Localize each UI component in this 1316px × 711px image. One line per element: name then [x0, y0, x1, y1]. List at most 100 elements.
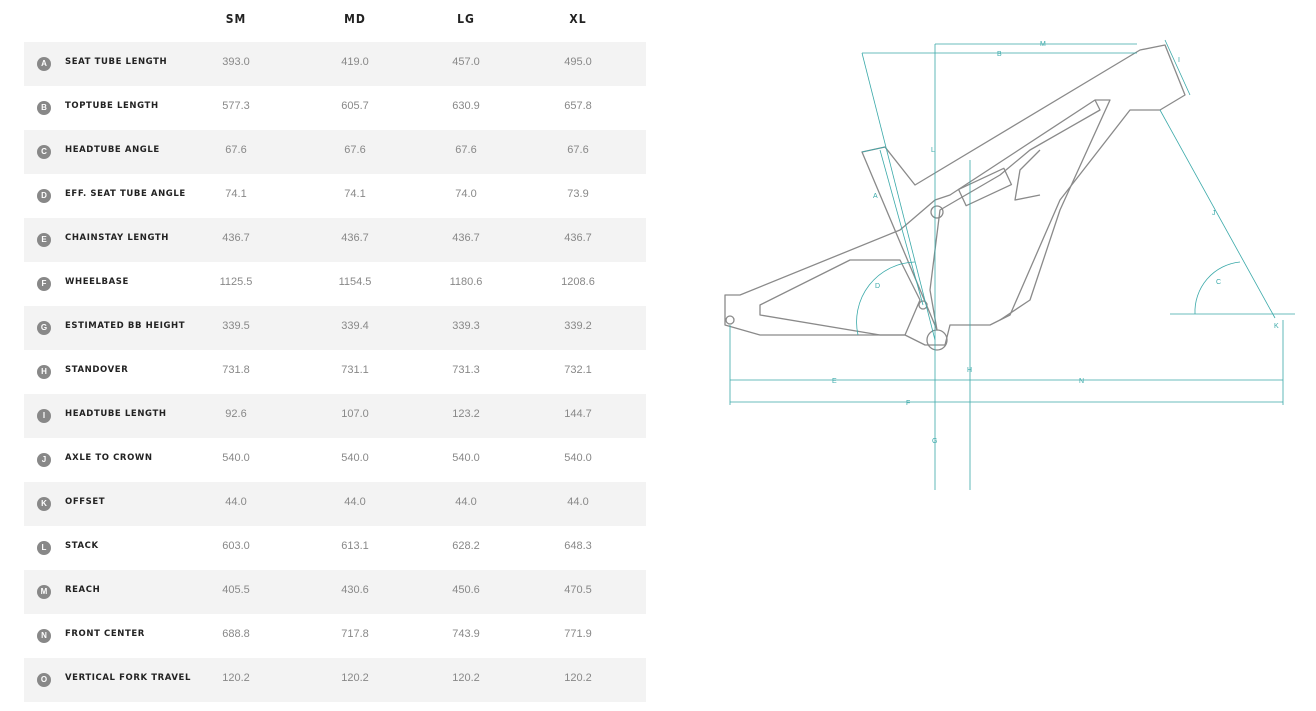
row-value-xl: 470.5	[564, 584, 592, 596]
row-letter-badge: I	[37, 409, 51, 423]
row-value-lg: 457.0	[452, 56, 480, 68]
row-value-sm: 436.7	[222, 232, 250, 244]
dimension-label: M	[1040, 41, 1046, 48]
row-label: CHAINSTAY LENGTH	[65, 233, 170, 243]
table-row: N FRONT CENTER 688.8 717.8 743.9 771.9	[24, 614, 646, 658]
row-value-lg: 339.3	[452, 320, 480, 332]
dimension-label: I	[1178, 57, 1180, 64]
row-value-xl: 120.2	[564, 672, 592, 684]
row-value-lg: 540.0	[452, 452, 480, 464]
row-value-sm: 339.5	[222, 320, 250, 332]
row-value-lg: 120.2	[452, 672, 480, 684]
row-letter-badge: D	[37, 189, 51, 203]
row-value-md: 107.0	[341, 408, 369, 420]
row-value-md: 731.1	[341, 364, 369, 376]
row-label: SEAT TUBE LENGTH	[65, 57, 168, 67]
row-value-md: 67.6	[344, 144, 366, 156]
bike-frame	[724, 44, 1186, 351]
dimension-label: D	[875, 283, 880, 290]
row-letter-badge: M	[37, 585, 51, 599]
row-value-md: 44.0	[344, 496, 366, 508]
row-value-lg: 450.6	[452, 584, 480, 596]
size-header-xl: XL	[569, 12, 587, 26]
size-header-lg: LG	[457, 12, 475, 26]
dimension-label: F	[906, 400, 910, 407]
row-letter-badge: O	[37, 673, 51, 687]
row-value-lg: 743.9	[452, 628, 480, 640]
row-value-lg: 74.0	[455, 188, 477, 200]
row-value-md: 339.4	[341, 320, 369, 332]
row-value-lg: 731.3	[452, 364, 480, 376]
row-label: REACH	[65, 585, 101, 595]
row-letter-badge: G	[37, 321, 51, 335]
row-value-md: 120.2	[341, 672, 369, 684]
row-value-xl: 44.0	[567, 496, 589, 508]
dimension-label: A	[873, 193, 878, 200]
row-value-xl: 771.9	[564, 628, 592, 640]
row-value-xl: 495.0	[564, 56, 592, 68]
row-value-sm: 688.8	[222, 628, 250, 640]
dimension-label: J	[1212, 210, 1216, 217]
row-letter-badge: A	[37, 57, 51, 71]
row-letter-badge: B	[37, 101, 51, 115]
size-header-md: MD	[344, 12, 366, 26]
row-value-xl: 540.0	[564, 452, 592, 464]
table-row: K OFFSET 44.0 44.0 44.0 44.0	[24, 482, 646, 526]
row-value-md: 419.0	[341, 56, 369, 68]
dimension-label: K	[1274, 323, 1279, 330]
row-value-md: 1154.5	[338, 276, 372, 288]
row-value-sm: 44.0	[225, 496, 247, 508]
row-value-xl: 67.6	[567, 144, 589, 156]
row-label: STACK	[65, 541, 99, 551]
row-letter-badge: K	[37, 497, 51, 511]
row-letter-badge: N	[37, 629, 51, 643]
row-value-sm: 603.0	[222, 540, 250, 552]
row-value-xl: 436.7	[564, 232, 592, 244]
row-value-sm: 405.5	[222, 584, 250, 596]
row-letter-badge: J	[37, 453, 51, 467]
row-label: HEADTUBE LENGTH	[65, 409, 167, 419]
row-label: EFF. SEAT TUBE ANGLE	[65, 189, 186, 199]
row-value-xl: 648.3	[564, 540, 592, 552]
row-value-lg: 630.9	[452, 100, 480, 112]
row-letter-badge: F	[37, 277, 51, 291]
row-value-lg: 44.0	[455, 496, 477, 508]
row-label: WHEELBASE	[65, 277, 129, 287]
row-label: STANDOVER	[65, 365, 129, 375]
dimension-label: E	[832, 378, 837, 385]
row-label: HEADTUBE ANGLE	[65, 145, 160, 155]
row-value-sm: 540.0	[222, 452, 250, 464]
row-value-xl: 732.1	[564, 364, 592, 376]
table-row: A SEAT TUBE LENGTH 393.0 419.0 457.0 495.0	[24, 42, 646, 86]
row-value-lg: 628.2	[452, 540, 480, 552]
row-label: FRONT CENTER	[65, 629, 145, 639]
row-value-sm: 120.2	[222, 672, 250, 684]
row-value-lg: 1180.6	[449, 276, 483, 288]
dimension-label: B	[997, 51, 1002, 58]
row-value-md: 436.7	[341, 232, 369, 244]
row-value-md: 74.1	[344, 188, 366, 200]
dimension-label: H	[967, 367, 972, 374]
row-letter-badge: L	[37, 541, 51, 555]
dimension-label: L	[931, 147, 935, 154]
row-value-md: 717.8	[341, 628, 369, 640]
row-value-xl: 657.8	[564, 100, 592, 112]
row-value-sm: 393.0	[222, 56, 250, 68]
row-value-sm: 74.1	[225, 188, 247, 200]
row-value-lg: 123.2	[452, 408, 480, 420]
dimension-label: N	[1079, 378, 1084, 385]
row-label: ESTIMATED BB HEIGHT	[65, 321, 186, 331]
row-label: TOPTUBE LENGTH	[65, 101, 159, 111]
row-value-xl: 1208.6	[561, 276, 595, 288]
row-value-md: 540.0	[341, 452, 369, 464]
row-label: OFFSET	[65, 497, 106, 507]
